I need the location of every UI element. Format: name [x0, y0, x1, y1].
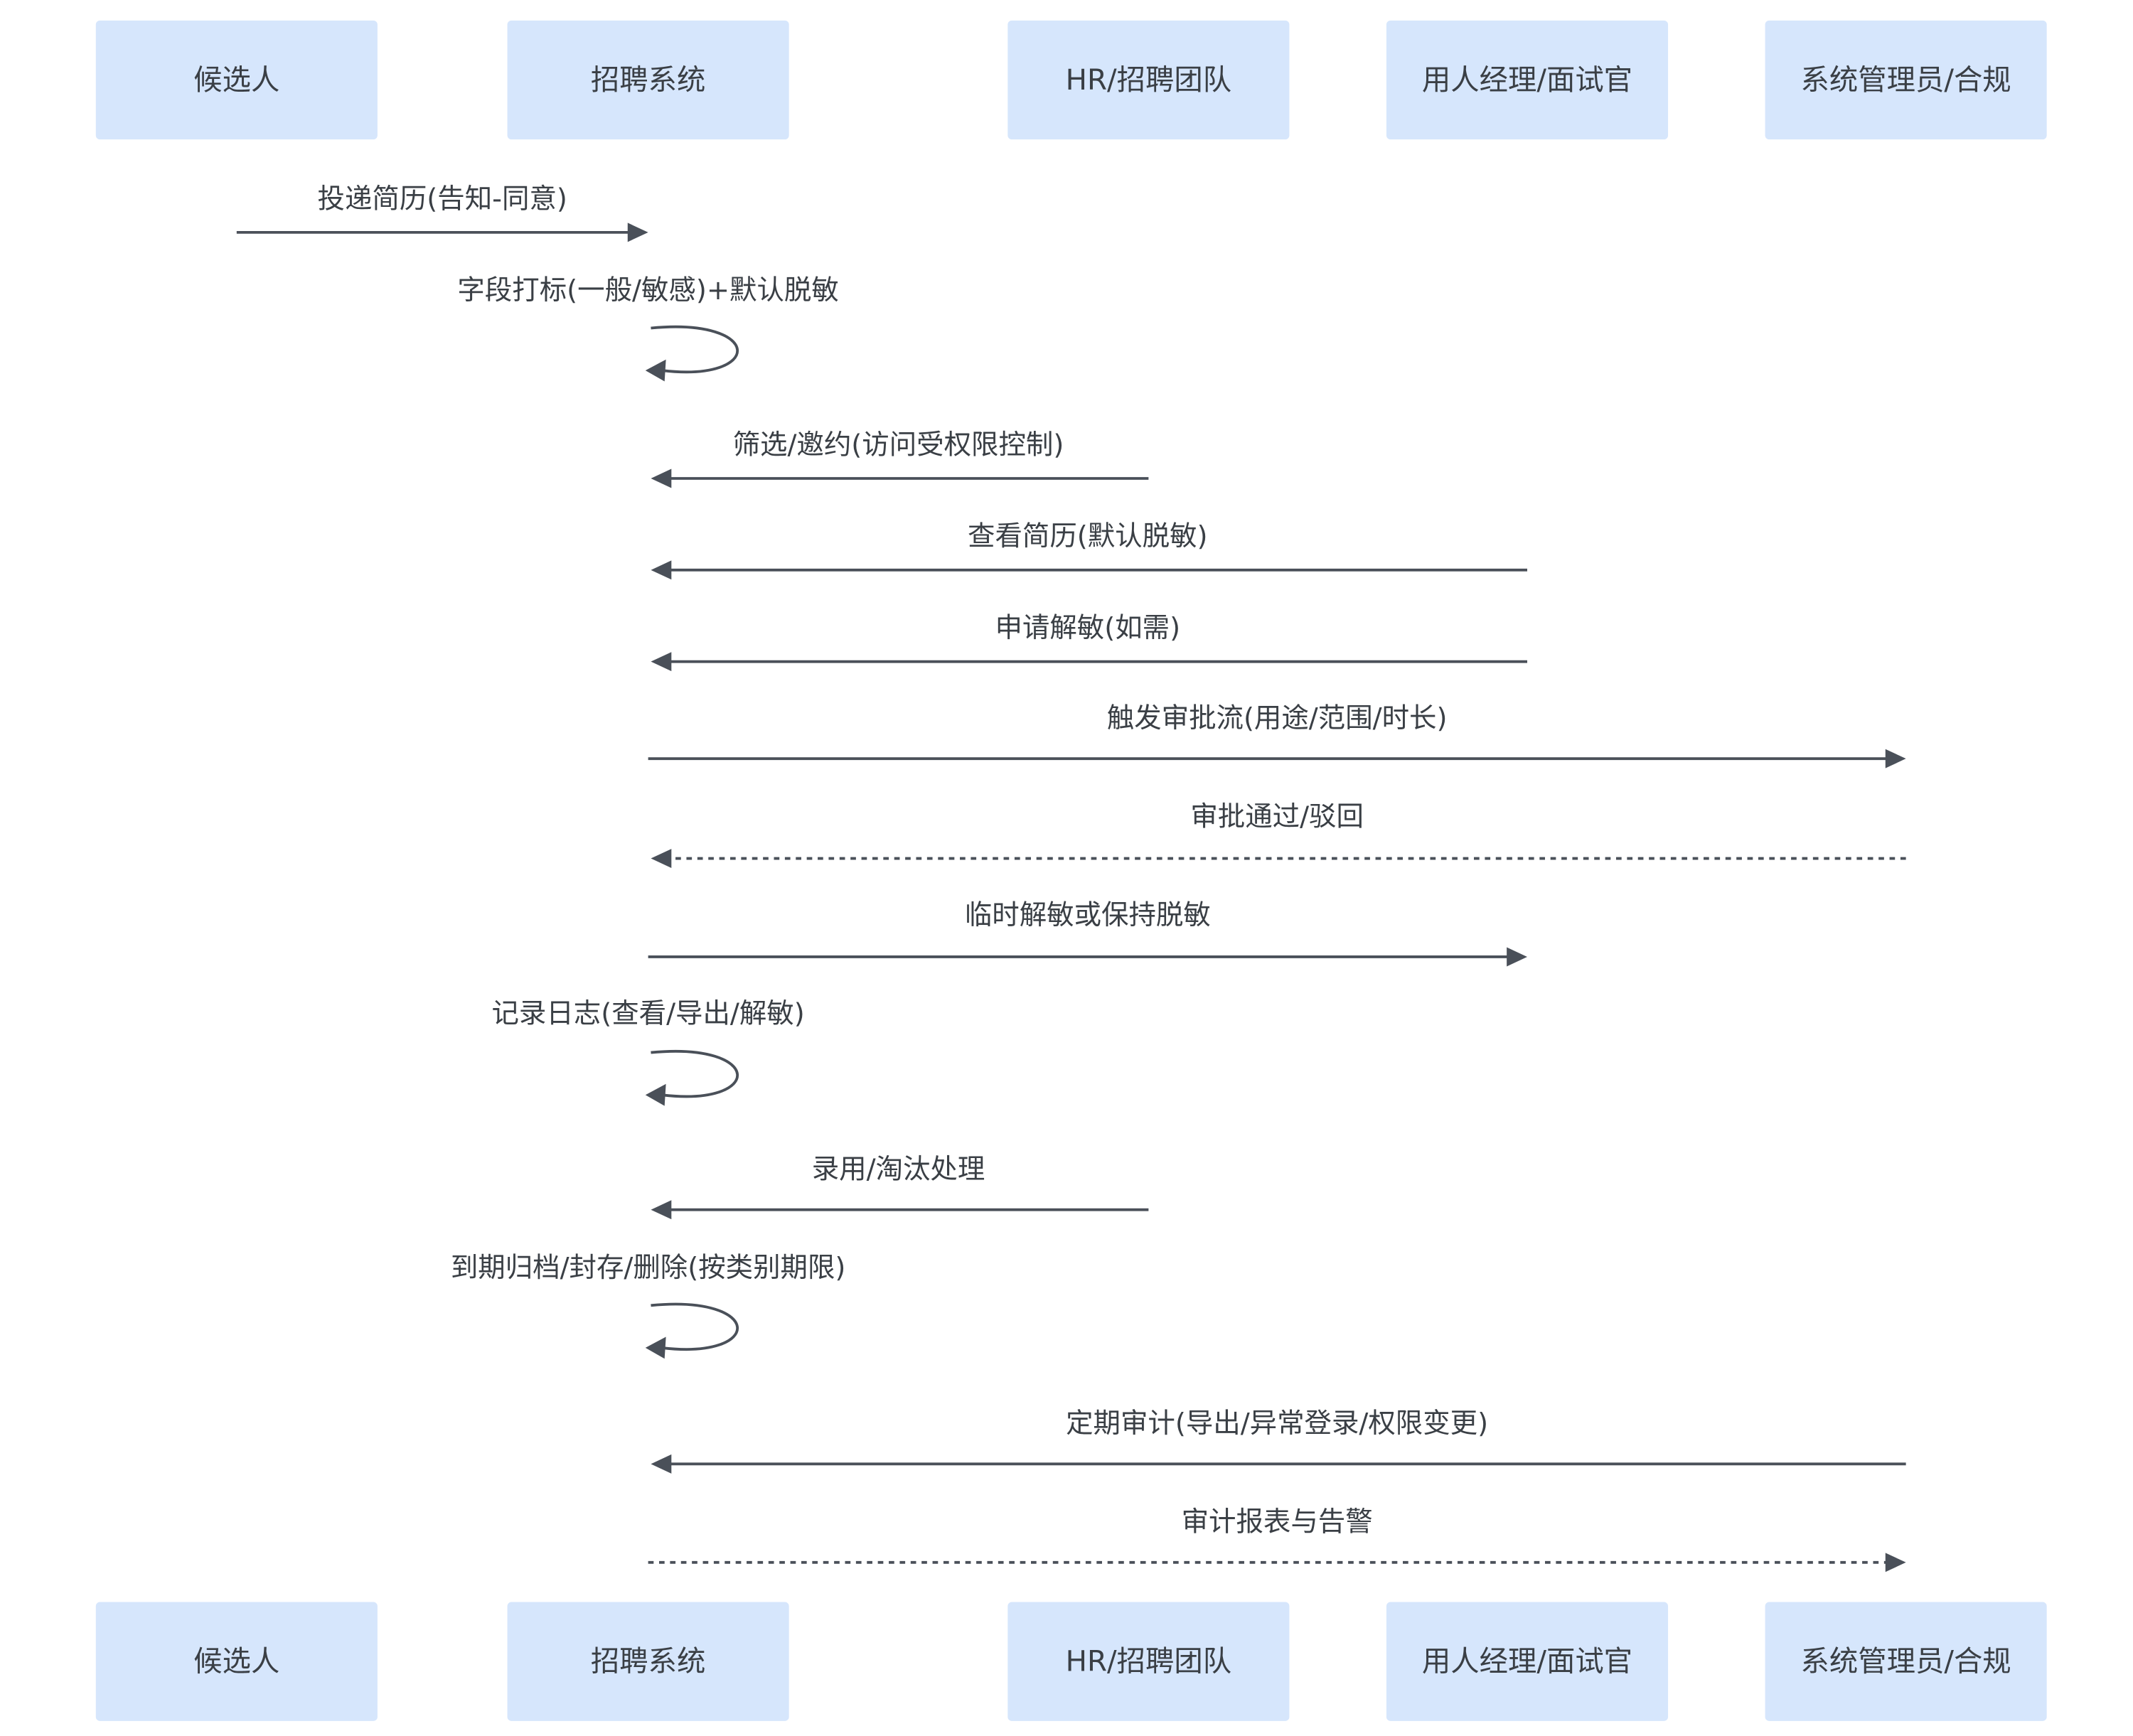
actor-hr-bottom: HR/招聘团队 [1007, 1602, 1290, 1721]
message: 记录日志(查看/导出/解敏) [491, 997, 805, 1106]
actor-label: 系统管理员/合规 [1801, 1645, 2011, 1678]
message: 录用/淘汰处理 [651, 1153, 1149, 1220]
arrowhead-icon [651, 468, 672, 488]
actor-candidate-top: 候选人 [95, 20, 378, 140]
actor-box [95, 1602, 378, 1721]
actor-label: 用人经理/面试官 [1422, 63, 1632, 97]
message: 筛选/邀约(访问受权限控制) [651, 429, 1149, 488]
message-label: 筛选/邀约(访问受权限控制) [733, 429, 1064, 461]
arrowhead-icon [645, 1336, 666, 1359]
message: 临时解敏或保持脱敏 [648, 899, 1527, 967]
actor-box [1007, 1602, 1290, 1721]
arrowhead-icon [651, 1200, 672, 1220]
actor-box [507, 1602, 789, 1721]
message: 到期归档/封存/删除(按类别期限) [451, 1252, 846, 1359]
message-label: 审批通过/驳回 [1190, 800, 1364, 832]
message-label: 触发审批流(用途/范围/时长) [1107, 702, 1448, 734]
arrowhead-icon [651, 560, 672, 580]
message: 定期审计(导出/异常登录/权限变更) [651, 1408, 1906, 1474]
actor-box [1007, 20, 1290, 140]
message-label: 记录日志(查看/导出/解敏) [491, 997, 804, 1029]
actor-box [1765, 1602, 2047, 1721]
self-message-arrow [651, 1050, 739, 1098]
message-label: 定期审计(导出/异常登录/权限变更) [1066, 1408, 1488, 1440]
actor-admin-bottom: 系统管理员/合规 [1765, 1602, 2047, 1721]
actor-box [95, 20, 378, 140]
arrowhead-icon [645, 359, 666, 382]
message: 申请解敏(如需) [651, 612, 1527, 672]
arrowhead-icon [645, 1083, 666, 1106]
actor-candidate-bottom: 候选人 [95, 1602, 378, 1721]
actor-label: 用人经理/面试官 [1422, 1645, 1632, 1678]
arrowhead-icon [651, 652, 672, 672]
actor-system-bottom: 招聘系统 [507, 1602, 789, 1721]
self-message-arrow [651, 1302, 739, 1351]
arrowhead-icon [1507, 947, 1527, 967]
actor-box [1386, 1602, 1669, 1721]
actor-label: 候选人 [193, 63, 279, 97]
message-label: 到期归档/封存/删除(按类别期限) [451, 1252, 846, 1284]
message-label: 投递简历(告知-同意) [318, 183, 567, 215]
message: 触发审批流(用途/范围/时长) [648, 702, 1906, 768]
actor-admin-top: 系统管理员/合规 [1765, 20, 2047, 140]
actor-box [507, 20, 789, 140]
actor-box [1386, 20, 1669, 140]
message-label: 字段打标(一般/敏感)+默认脱敏 [457, 274, 838, 306]
arrowhead-icon [1885, 1553, 1906, 1572]
message: 查看简历(默认脱敏) [651, 520, 1527, 580]
message: 审批通过/驳回 [651, 800, 1906, 868]
message-label: 申请解敏(如需) [995, 612, 1180, 644]
actor-label: 系统管理员/合规 [1801, 63, 2011, 97]
actor-hr-top: HR/招聘团队 [1007, 20, 1290, 140]
actor-label: 候选人 [193, 1645, 279, 1678]
message-label: 临时解敏或保持脱敏 [965, 899, 1211, 931]
message-label: 查看简历(默认脱敏) [968, 520, 1208, 552]
actor-label: HR/招聘团队 [1066, 63, 1231, 97]
message: 审计报表与告警 [648, 1506, 1906, 1572]
arrowhead-icon [627, 223, 648, 242]
arrowhead-icon [651, 849, 672, 868]
actor-label: HR/招聘团队 [1066, 1645, 1231, 1678]
actor-box [1765, 20, 2047, 140]
actor-manager-top: 用人经理/面试官 [1386, 20, 1669, 140]
actor-manager-bottom: 用人经理/面试官 [1386, 1602, 1669, 1721]
message-label: 录用/淘汰处理 [812, 1153, 985, 1185]
actor-label: 招聘系统 [591, 63, 705, 97]
actor-system-top: 招聘系统 [507, 20, 789, 140]
arrowhead-icon [1885, 749, 1906, 768]
self-message-arrow [651, 325, 739, 374]
message: 字段打标(一般/敏感)+默认脱敏 [457, 274, 839, 382]
message: 投递简历(告知-同意) [236, 183, 648, 242]
arrowhead-icon [651, 1454, 672, 1474]
message-label: 审计报表与告警 [1182, 1506, 1373, 1538]
actor-label: 招聘系统 [591, 1645, 705, 1678]
